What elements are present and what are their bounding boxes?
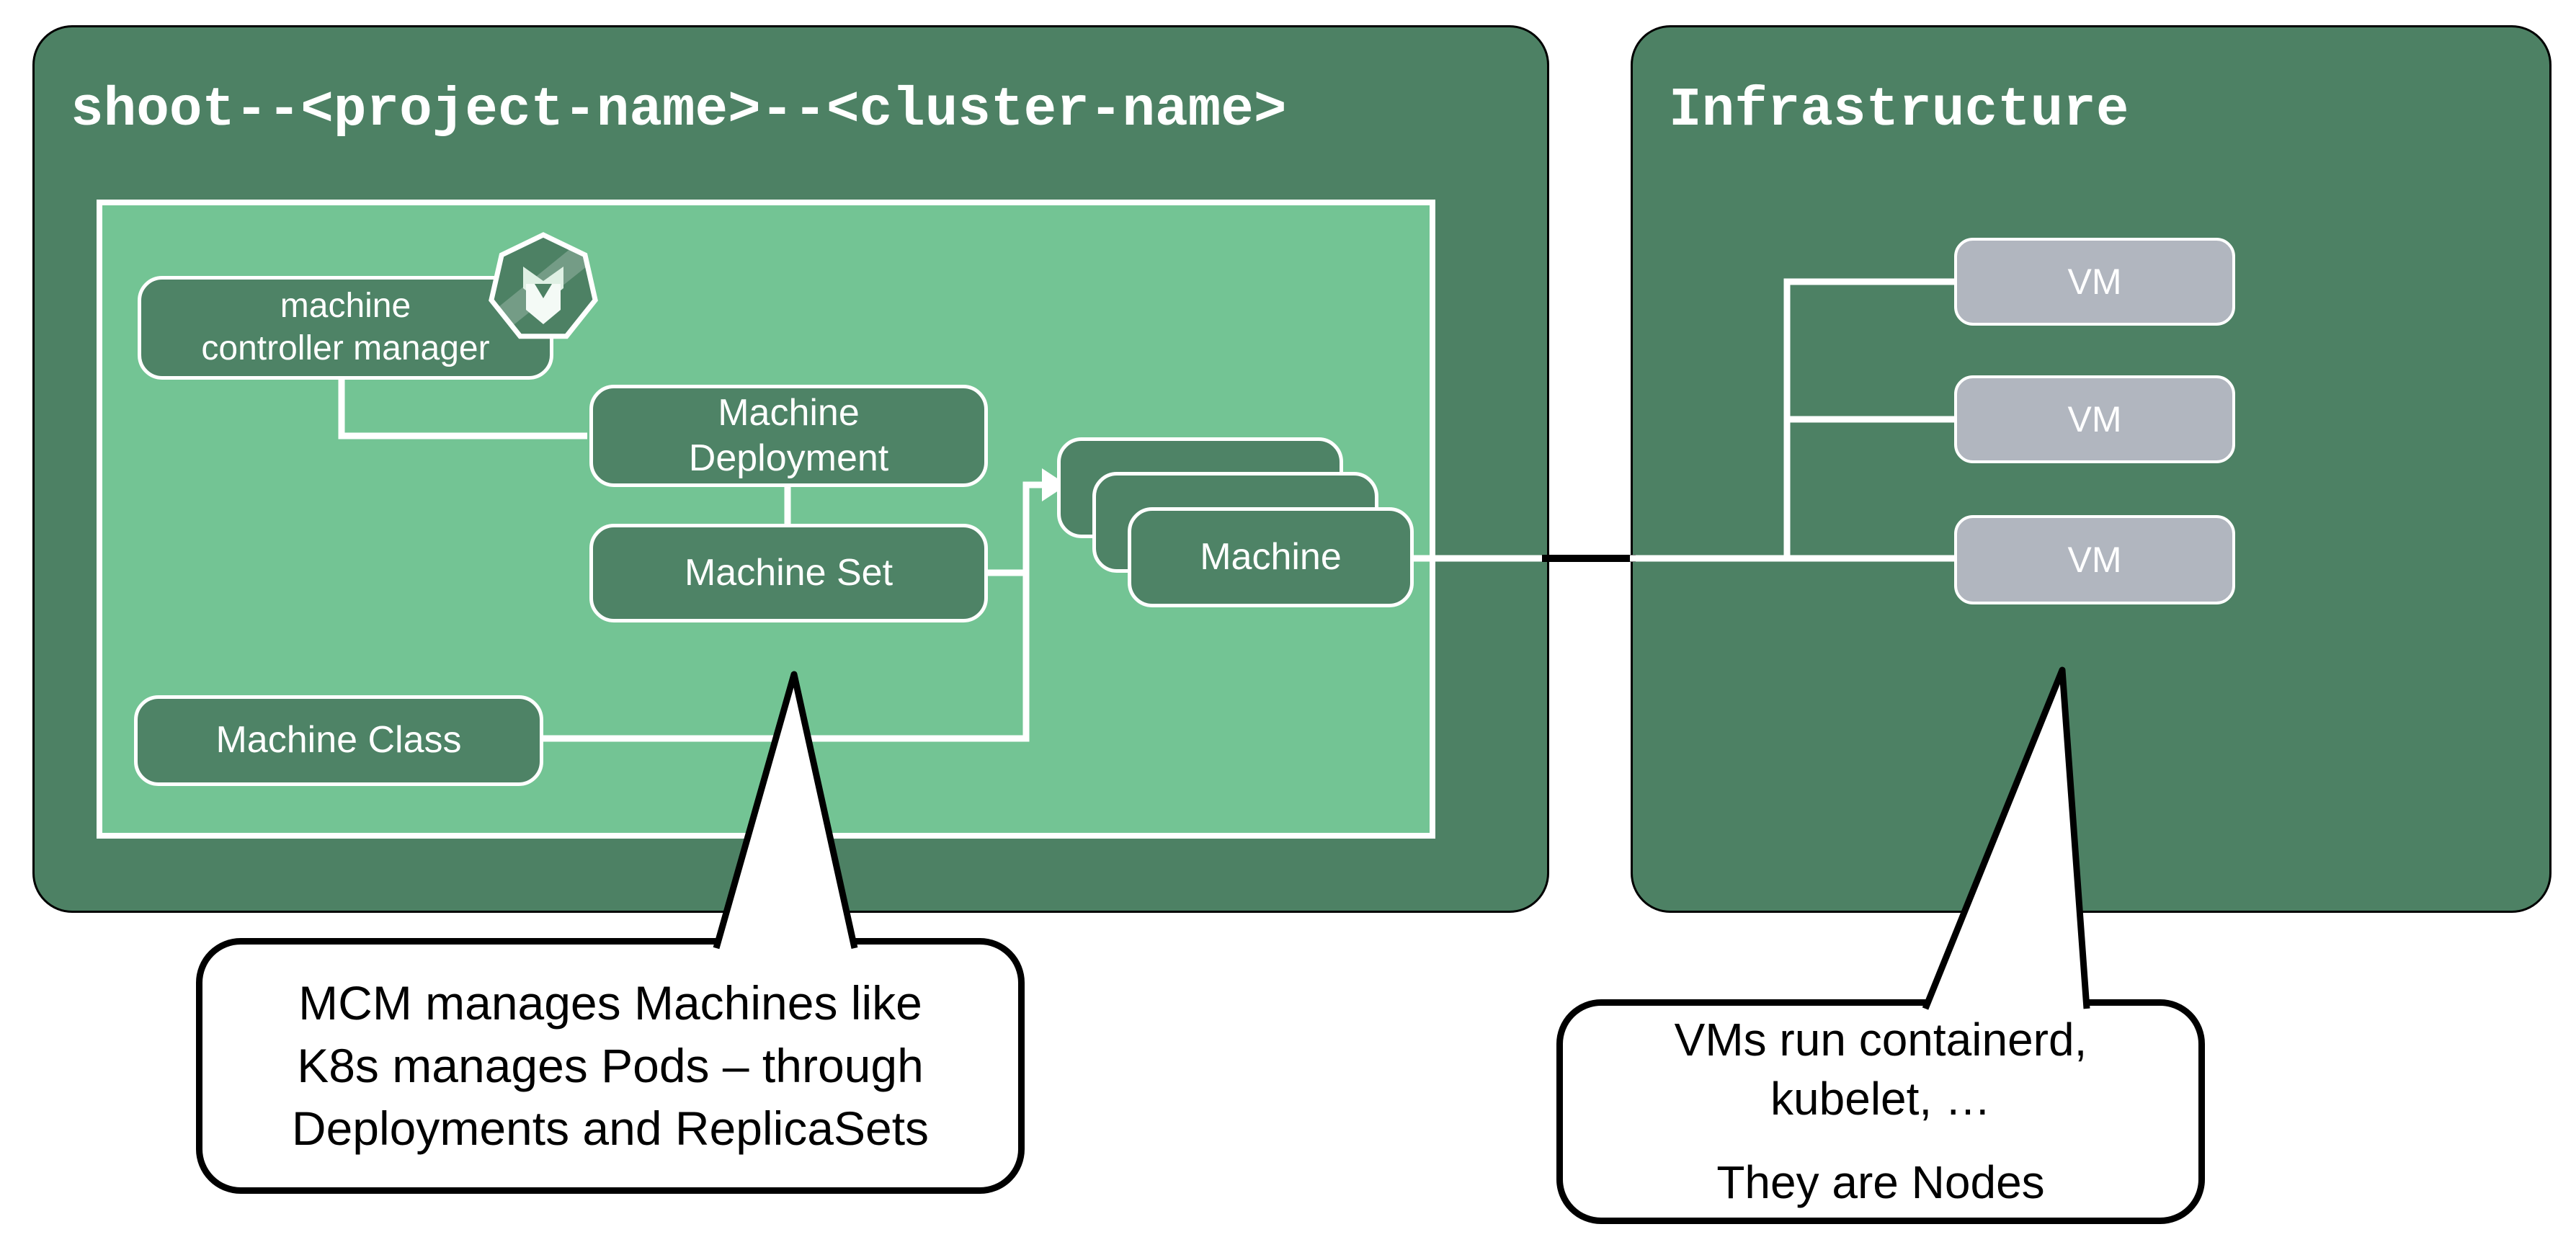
vm-label-2: VM bbox=[2067, 399, 2122, 439]
machine-deployment-box: Machine Deployment bbox=[589, 385, 988, 487]
vm-label-1: VM bbox=[2067, 262, 2122, 302]
machine-controller-manager-label: machine controller manager bbox=[201, 287, 490, 367]
machine-set-label: Machine Set bbox=[684, 551, 893, 594]
machine-deployment-label: Machine Deployment bbox=[688, 391, 889, 479]
machine-class-label: Machine Class bbox=[215, 719, 462, 762]
infrastructure-panel: Infrastructure bbox=[1631, 25, 2552, 913]
vm-box-1: VM bbox=[1954, 238, 2235, 326]
machine-controller-manager-box: machine controller manager bbox=[138, 276, 553, 380]
mcm-callout-text: MCM manages Machines like K8s manages Po… bbox=[291, 976, 930, 1156]
vm-callout-text-line2: They are Nodes bbox=[1716, 1156, 2045, 1208]
vm-callout-text-line1: VMs run containerd, kubelet, … bbox=[1674, 1014, 2087, 1125]
shoot-panel-title: shoot--<project-name>--<cluster-name> bbox=[71, 79, 1287, 141]
mcm-callout: MCM manages Machines like K8s manages Po… bbox=[196, 938, 1025, 1194]
infrastructure-panel-title: Infrastructure bbox=[1669, 79, 2129, 141]
vm-label-3: VM bbox=[2067, 540, 2122, 580]
vm-box-2: VM bbox=[1954, 375, 2235, 463]
gardener-logo-icon bbox=[489, 232, 598, 339]
vm-box-3: VM bbox=[1954, 515, 2235, 604]
machine-label: Machine bbox=[1200, 535, 1342, 578]
machine-box: Machine bbox=[1128, 507, 1414, 607]
machine-class-box: Machine Class bbox=[134, 695, 543, 786]
vm-callout: VMs run containerd, kubelet, … They are … bbox=[1556, 999, 2205, 1224]
machine-set-box: Machine Set bbox=[589, 524, 988, 622]
